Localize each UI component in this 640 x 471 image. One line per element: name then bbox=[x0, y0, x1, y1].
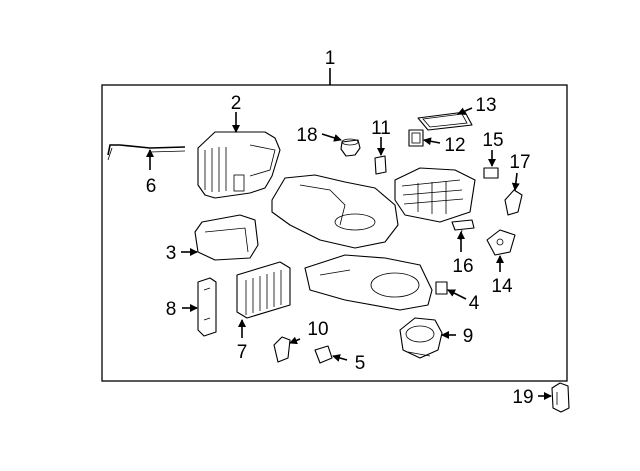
callout-14: 14 bbox=[491, 276, 513, 297]
callout-7: 7 bbox=[237, 342, 248, 363]
leader-5 bbox=[332, 354, 348, 362]
callout-4: 4 bbox=[469, 293, 480, 314]
part-15 bbox=[483, 167, 499, 179]
part-10 bbox=[273, 336, 291, 363]
part-5 bbox=[314, 345, 333, 364]
callout-9: 9 bbox=[463, 326, 474, 347]
part-9-blower-motor bbox=[399, 317, 443, 359]
part-7-filter bbox=[236, 261, 291, 319]
part-case-upper bbox=[394, 167, 476, 223]
callout-5: 5 bbox=[355, 353, 366, 374]
callout-2: 2 bbox=[231, 93, 242, 114]
leader-17 bbox=[511, 172, 520, 191]
callout-8: 8 bbox=[166, 299, 177, 320]
part-2-evaporator bbox=[197, 131, 281, 199]
part-8 bbox=[197, 277, 217, 337]
part-3-bracket bbox=[194, 214, 259, 261]
part-18 bbox=[340, 138, 361, 157]
assembly-frame bbox=[101, 84, 568, 382]
part-14 bbox=[486, 229, 516, 256]
part-case-housing bbox=[271, 174, 399, 249]
part-17 bbox=[504, 189, 523, 216]
callout-10: 10 bbox=[307, 319, 328, 340]
callout-13: 13 bbox=[475, 95, 496, 116]
part-blower-housing bbox=[304, 254, 433, 311]
leader-10 bbox=[289, 336, 301, 345]
part-19 bbox=[551, 382, 570, 413]
part-16 bbox=[451, 219, 475, 241]
callout-19: 19 bbox=[512, 387, 533, 408]
leader-13 bbox=[457, 107, 473, 115]
callout-11: 11 bbox=[371, 118, 391, 139]
part-13-gasket bbox=[417, 111, 473, 131]
leader-18 bbox=[321, 133, 342, 142]
part-6-pipe bbox=[107, 144, 186, 161]
part-11 bbox=[374, 155, 387, 175]
leader-12 bbox=[423, 137, 441, 146]
callout-6: 6 bbox=[146, 176, 157, 197]
part-4 bbox=[435, 281, 448, 295]
leader-4 bbox=[447, 289, 467, 300]
part-12 bbox=[408, 129, 424, 147]
callout-3: 3 bbox=[166, 243, 177, 264]
callout-15: 15 bbox=[482, 130, 503, 151]
callout-12: 12 bbox=[444, 135, 465, 156]
callout-17: 17 bbox=[509, 152, 530, 173]
callout-16: 16 bbox=[452, 256, 473, 277]
callout-18: 18 bbox=[296, 125, 317, 146]
callout-1: 1 bbox=[325, 48, 336, 69]
